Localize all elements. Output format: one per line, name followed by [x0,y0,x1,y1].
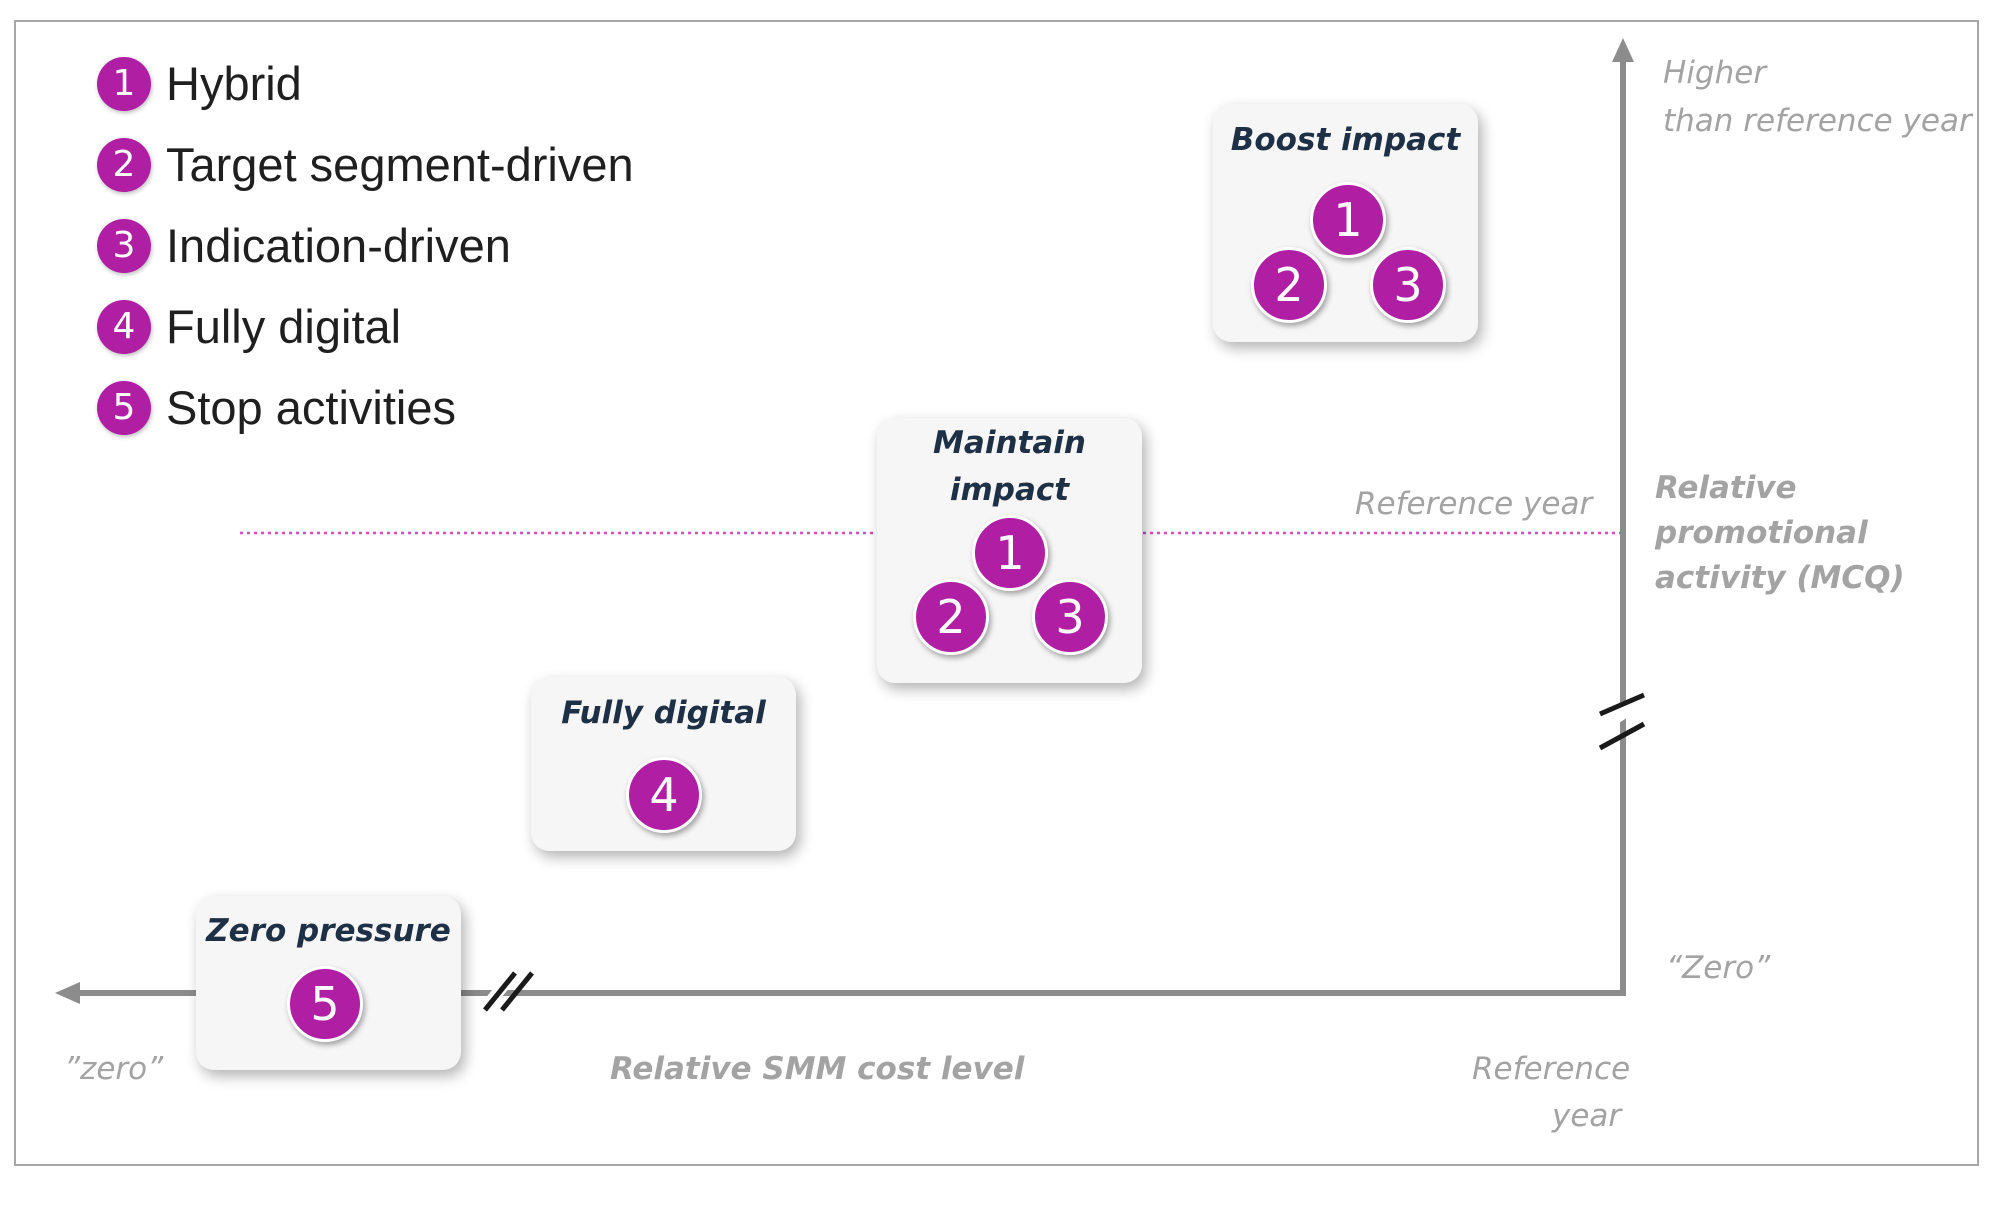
card-boost-title: Boost impact [1230,122,1461,158]
maintain-badge-1: 1 [972,515,1048,591]
legend-label-5: Stop activities [166,381,456,434]
card-fully-digital: Fully digital 4 [531,677,796,851]
x-axis-reference-line1: Reference [1472,1051,1631,1087]
x-axis-break-mark [477,971,534,1016]
legend-badge-2: 2 [97,138,151,192]
y-axis-top-line1: Higher [1663,55,1767,91]
x-axis-zero-label: ”zero” [64,1051,164,1087]
y-axis-label-line2: promotional [1655,515,1868,551]
legend-label-1: Hybrid [166,57,302,110]
y-axis-zero-label: “Zero” [1666,950,1771,986]
legend-badge-5: 5 [97,381,151,435]
y-axis-label-line3: activity (MCQ) [1655,560,1905,596]
y-axis-arrowhead [1612,38,1634,62]
y-axis-break-mark [1596,691,1650,751]
boost-badge-3: 3 [1370,247,1446,323]
zero-badge-5: 5 [287,966,363,1042]
legend-label-3: Indication-driven [166,219,511,272]
y-axis-top-line2: than reference year [1663,103,1972,139]
x-axis-reference-line2: year [1552,1098,1622,1134]
y-axis-label-line1: Relative [1655,470,1797,506]
digital-badge-4: 4 [626,757,702,833]
card-zero-pressure: Zero pressure 5 [196,896,461,1070]
card-boost-impact: Boost impact 1 2 3 [1213,104,1478,342]
card-digital-title: Fully digital [561,695,766,731]
legend-badge-4: 4 [97,300,151,354]
legend-badge-3: 3 [97,219,151,273]
boost-badge-2: 2 [1251,247,1327,323]
legend-label-4: Fully digital [166,300,402,353]
card-zero-title: Zero pressure [206,913,451,949]
card-maintain-impact: Maintain impact 1 2 3 [877,418,1142,683]
card-maintain-title-line1: Maintain [933,425,1086,461]
x-axis-label: Relative SMM cost level [610,1051,1025,1087]
legend-badge-1: 1 [97,57,151,111]
boost-badge-1: 1 [1310,182,1386,258]
legend-label-2: Target segment-driven [166,138,634,191]
x-axis-arrowhead [55,982,80,1004]
maintain-badge-3: 3 [1032,579,1108,655]
maintain-badge-2: 2 [913,579,989,655]
card-maintain-title-line2: impact [949,472,1070,508]
reference-year-label: Reference year [1355,486,1593,522]
